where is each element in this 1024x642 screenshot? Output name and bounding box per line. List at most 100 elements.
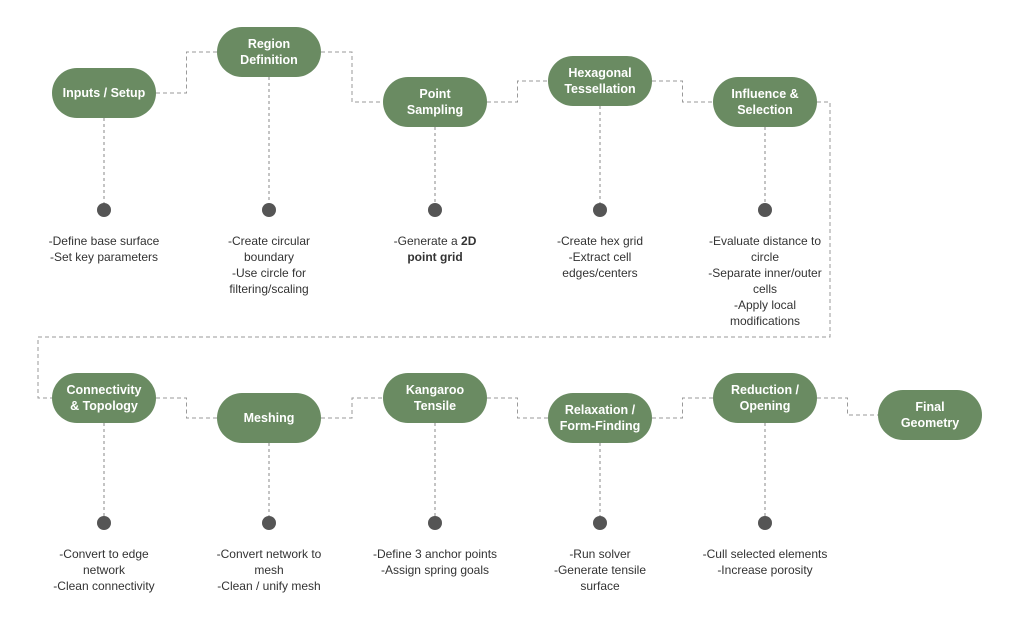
step-dot — [262, 516, 276, 530]
step-node-connectivity-topology: Connectivity & Topology — [52, 373, 156, 423]
note-text: -Generate a — [393, 234, 462, 248]
note-text: -Separate inner/outer — [708, 266, 822, 280]
note-line: circle — [690, 249, 840, 265]
step-notes-influence-selection: -Evaluate distance to circle -Separate inn… — [690, 233, 840, 329]
note-line: -Cull selected elements — [690, 546, 840, 562]
note-line: -Evaluate distance to — [690, 233, 840, 249]
note-text: -Convert network to — [216, 547, 322, 561]
step-node-point-sampling: Point Sampling — [383, 77, 487, 127]
note-line: -Clean / unify mesh — [194, 578, 344, 594]
note-line: -Generate a 2D — [360, 233, 510, 249]
note-line: -Define base surface — [29, 233, 179, 249]
note-line: -Set key parameters — [29, 249, 179, 265]
step-notes-region-definition: -Create circular boundary -Use circle for f… — [194, 233, 344, 297]
step-node-relaxation-form-finding: Relaxation / Form-Finding — [548, 393, 652, 443]
connector-line — [321, 51, 383, 103]
step-notes-relaxation-form-finding: -Run solver -Generate tensile surface — [525, 546, 675, 594]
note-text: -Set key parameters — [49, 250, 159, 264]
step-notes-meshing: -Convert network to mesh -Clean / unify me… — [194, 546, 344, 594]
step-node-region-definition: Region Definition — [217, 27, 321, 77]
note-text: -Define base surface — [48, 234, 160, 248]
step-notes-inputs-setup: -Define base surface -Set key parameters — [29, 233, 179, 265]
note-line: network — [29, 562, 179, 578]
note-text: surface — [580, 579, 620, 593]
step-node-reduction-opening: Reduction / Opening — [713, 373, 817, 423]
note-emphasis: point grid — [407, 250, 463, 264]
step-dot — [97, 516, 111, 530]
note-text: -Convert to edge — [59, 547, 149, 561]
note-line: filtering/scaling — [194, 281, 344, 297]
note-line: -Define 3 anchor points — [360, 546, 510, 562]
note-line: -Run solver — [525, 546, 675, 562]
step-notes-kangaroo-tensile: -Define 3 anchor points-Assign spring go… — [360, 546, 510, 578]
wrap-connector-line — [37, 101, 831, 399]
note-line: -Clean connectivity — [29, 578, 179, 594]
step-dot — [262, 203, 276, 217]
note-line: -Assign spring goals — [360, 562, 510, 578]
note-line: boundary — [194, 249, 344, 265]
note-line: -Create hex grid — [525, 233, 675, 249]
note-text: -Extract cell — [568, 250, 632, 264]
note-line: modifications — [690, 313, 840, 329]
step-dot — [593, 516, 607, 530]
connector-line — [487, 397, 548, 419]
step-node-influence-selection: Influence & Selection — [713, 77, 817, 127]
note-text: -Apply local — [733, 298, 797, 312]
note-text: -Evaluate distance to — [708, 234, 822, 248]
note-line: edges/centers — [525, 265, 675, 281]
connector-line — [652, 80, 713, 103]
step-node-meshing: Meshing — [217, 393, 321, 443]
note-text: -Clean / unify mesh — [217, 579, 321, 593]
note-text: -Increase porosity — [717, 563, 813, 577]
step-node-final-geometry: Final Geometry — [878, 390, 982, 440]
step-dot — [758, 516, 772, 530]
connector-line — [487, 80, 548, 103]
step-notes-hexagonal-tessellation: -Create hex grid -Extract cell edges/cente… — [525, 233, 675, 281]
note-text: mesh — [254, 563, 284, 577]
note-line: -Apply local — [690, 297, 840, 313]
note-text: -Cull selected elements — [702, 547, 828, 561]
note-line: -Convert to edge — [29, 546, 179, 562]
step-node-hexagonal-tessellation: Hexagonal Tessellation — [548, 56, 652, 106]
connector-line — [156, 397, 217, 419]
note-text: -Clean connectivity — [53, 579, 155, 593]
note-line: -Increase porosity — [690, 562, 840, 578]
note-text: -Create circular — [227, 234, 311, 248]
note-text: boundary — [243, 250, 295, 264]
note-text: cells — [752, 282, 777, 296]
step-dot — [428, 516, 442, 530]
step-node-inputs-setup: Inputs / Setup — [52, 68, 156, 118]
note-text: -Run solver — [569, 547, 631, 561]
note-line: -Generate tensile — [525, 562, 675, 578]
note-line: point grid — [360, 249, 510, 265]
note-text: -Use circle for — [231, 266, 306, 280]
note-text: -Define 3 anchor points — [372, 547, 498, 561]
connector-line — [321, 397, 383, 419]
note-line: -Use circle for — [194, 265, 344, 281]
note-text: -Create hex grid — [556, 234, 644, 248]
note-text: edges/centers — [562, 266, 638, 280]
note-line: surface — [525, 578, 675, 594]
note-line: cells — [690, 281, 840, 297]
step-dot — [758, 203, 772, 217]
note-text: circle — [750, 250, 779, 264]
note-emphasis: 2D — [461, 234, 477, 248]
note-line: -Separate inner/outer — [690, 265, 840, 281]
connector-line — [817, 397, 878, 416]
note-text: filtering/scaling — [229, 282, 309, 296]
step-notes-reduction-opening: -Cull selected elements -Increase porosit… — [690, 546, 840, 578]
step-dot — [593, 203, 607, 217]
step-notes-connectivity-topology: -Convert to edge network -Clean connectivi… — [29, 546, 179, 594]
connector-line — [652, 397, 713, 419]
step-dot — [428, 203, 442, 217]
note-line: -Extract cell — [525, 249, 675, 265]
note-text: network — [82, 563, 126, 577]
connector-line — [156, 51, 217, 94]
note-text: -Generate tensile — [553, 563, 647, 577]
step-dot — [97, 203, 111, 217]
note-line: -Create circular — [194, 233, 344, 249]
step-node-kangaroo-tensile: Kangaroo Tensile — [383, 373, 487, 423]
